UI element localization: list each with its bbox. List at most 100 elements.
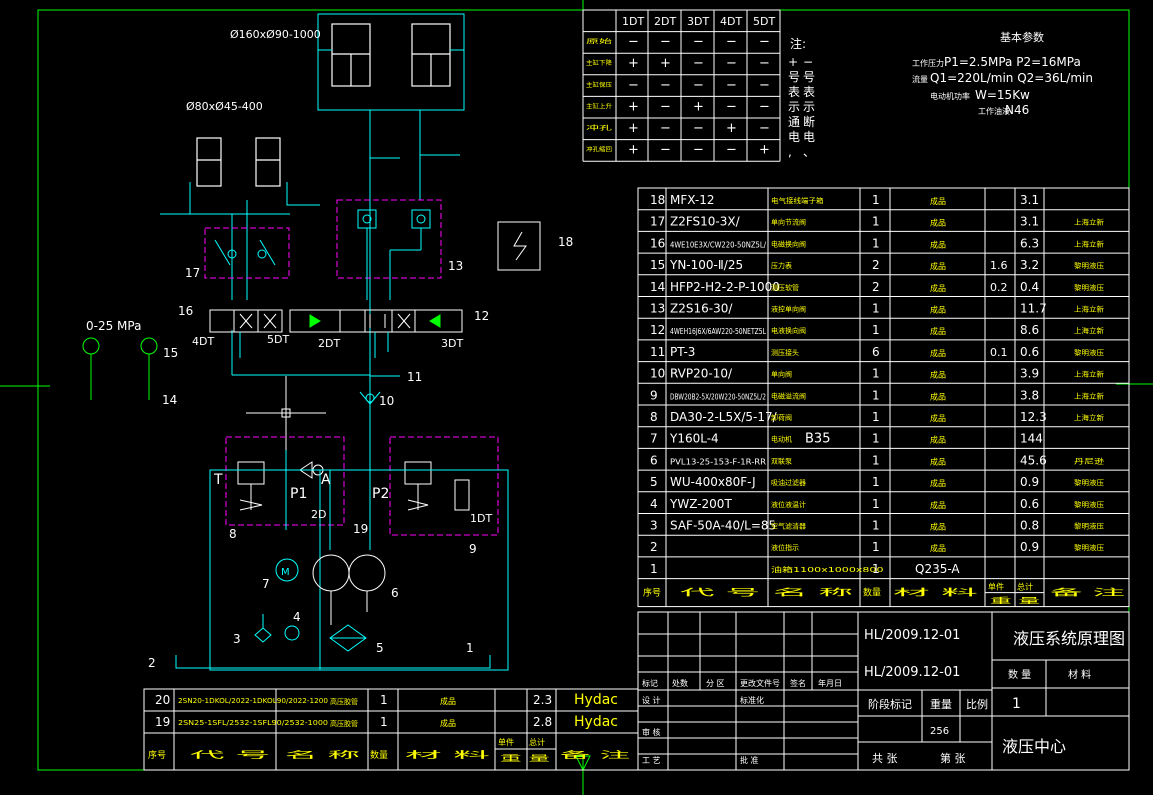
bom-no: 1	[650, 562, 658, 576]
bom-qty: 2	[872, 280, 880, 294]
pressure-gauges-15	[82, 337, 158, 400]
callout-7: 7	[262, 577, 270, 591]
bom-no: 13	[650, 302, 665, 316]
bom-material: 成品	[930, 261, 946, 271]
solenoid-header-2: 2DT	[654, 15, 676, 28]
bom-material: Q235-A	[915, 562, 960, 576]
bom-total-weight: 11.7	[1020, 302, 1047, 316]
solenoid-cell: +	[628, 99, 639, 114]
solenoid-cell: −	[660, 78, 671, 93]
bom-material: 成品	[930, 500, 946, 510]
company-name: 液压中心	[1002, 737, 1066, 756]
solenoid-cell: −	[628, 78, 639, 93]
bom-material: 成品	[930, 326, 946, 336]
bottom-header-mat: 材 料	[405, 749, 490, 761]
bom-no: 6	[650, 453, 658, 467]
solenoid-cell: +	[759, 143, 770, 158]
electrical-box-18	[497, 221, 541, 271]
bom-unit-weight: 0.2	[990, 281, 1008, 294]
bom-material: 成品	[930, 391, 946, 401]
bom-total-weight: 3.1	[1020, 193, 1039, 207]
bottom-header-qty: 数量	[370, 749, 388, 761]
bom-note: 上海立新	[1074, 239, 1104, 248]
stage-label: 阶段标记	[868, 697, 912, 711]
bom-total-weight: 0.9	[1020, 475, 1039, 489]
bom-total-weight: 0.4	[1020, 280, 1039, 294]
solenoid-row-label: 冲孔缩回	[586, 146, 612, 154]
solenoid-cell: −	[759, 56, 770, 71]
solenoid-2dt: 2DT	[318, 337, 340, 350]
bom-no: 9	[650, 388, 658, 402]
qty-label: 数 量	[1008, 668, 1031, 681]
solenoid-header-3: 3DT	[687, 15, 709, 28]
oil-tank-1	[175, 655, 491, 669]
solenoid-row-label: 主缸上升	[586, 102, 612, 110]
bom-note: 上海立新	[1074, 305, 1104, 314]
main-cylinders	[331, 23, 451, 87]
bom-header-mat: 材 料	[893, 587, 978, 599]
bom-name: 测压接头	[771, 348, 799, 357]
bom-total-weight: 0.6	[1020, 345, 1039, 359]
solenoid-header-4: 4DT	[720, 15, 742, 28]
bom-name: 双联泵	[771, 456, 792, 465]
bom-total-weight: 0.9	[1020, 540, 1039, 554]
bom-code: HFP2-H2-2-P-1000	[670, 280, 780, 294]
unloading-valve-8	[225, 436, 345, 526]
bom-no: 18	[650, 193, 665, 207]
bom-note: 黎明液压	[1074, 478, 1104, 487]
check-valve-10	[359, 391, 381, 405]
main-cylinder-label: Ø160xØ90-1000	[230, 28, 321, 41]
params-line1-label: 工作压力	[912, 58, 944, 68]
bottom-bom-no: 20	[155, 693, 170, 707]
callout-3: 3	[233, 632, 241, 646]
note-col2-char: 断	[803, 114, 815, 129]
level-gauge-4	[284, 625, 300, 641]
bom-code: RVP20-10/	[670, 367, 733, 381]
bom-qty: 1	[872, 215, 880, 229]
solenoid-cell: +	[628, 56, 639, 71]
bom-qty: 1	[872, 302, 880, 316]
bom-code: YN-100-Ⅱ/25	[669, 258, 743, 272]
p1-label: P1	[290, 486, 307, 502]
drawing-title: 液压系统原理图	[1013, 629, 1125, 648]
solenoid-cell: −	[726, 99, 737, 114]
bom-qty: 1	[872, 453, 880, 467]
solenoid-cell: −	[660, 143, 671, 158]
rev-label-5: 年月日	[818, 678, 842, 688]
note-col1-char: 电	[788, 130, 800, 144]
solenoid-cell: −	[726, 143, 737, 158]
bottom-header-wt: 重 量	[500, 753, 550, 763]
title-block	[637, 611, 1130, 771]
bottom-bom-note: Hydac	[574, 692, 618, 708]
bom-table	[637, 187, 1130, 608]
solenoid-4dt: 4DT	[192, 335, 214, 348]
solenoid-cell: +	[660, 56, 671, 71]
callout-8: 8	[229, 527, 237, 541]
bom-material: 成品	[930, 435, 946, 445]
bom-qty: 6	[872, 345, 880, 359]
callout-5: 5	[376, 641, 384, 655]
bom-qty: 1	[872, 540, 880, 554]
bom-name: 电气接线端子箱	[771, 196, 824, 205]
callout-16: 16	[178, 304, 193, 318]
pilot-check-valve-13-symbol	[357, 209, 431, 300]
bom-note: 黎明液压	[1074, 543, 1104, 552]
callout-6: 6	[391, 586, 399, 600]
bottom-bom-code: 2SN25-1SFL/2532-1SFL90/2532-1000	[178, 719, 328, 727]
bottom-bom-w2: 2.3	[533, 693, 552, 707]
design-label: 设 计	[642, 695, 661, 705]
solenoid-cell: −	[693, 35, 704, 50]
bom-header-wt: 重 量	[990, 596, 1040, 606]
relief-valve-9-piping	[319, 469, 509, 671]
rev-label-2: 分 区	[706, 679, 725, 688]
bom-qty: 1	[872, 562, 880, 576]
solenoid-cell: −	[660, 35, 671, 50]
bom-name: 吸油过滤器	[771, 478, 806, 487]
standard-label: 标准化	[740, 695, 764, 705]
solenoid-cell: −	[726, 56, 737, 71]
bom-code: MFX-12	[670, 193, 714, 207]
bom-name: 液位液温计	[771, 500, 806, 509]
bom-material: 成品	[930, 348, 946, 358]
bottom-header-note: 备 注	[560, 749, 630, 761]
